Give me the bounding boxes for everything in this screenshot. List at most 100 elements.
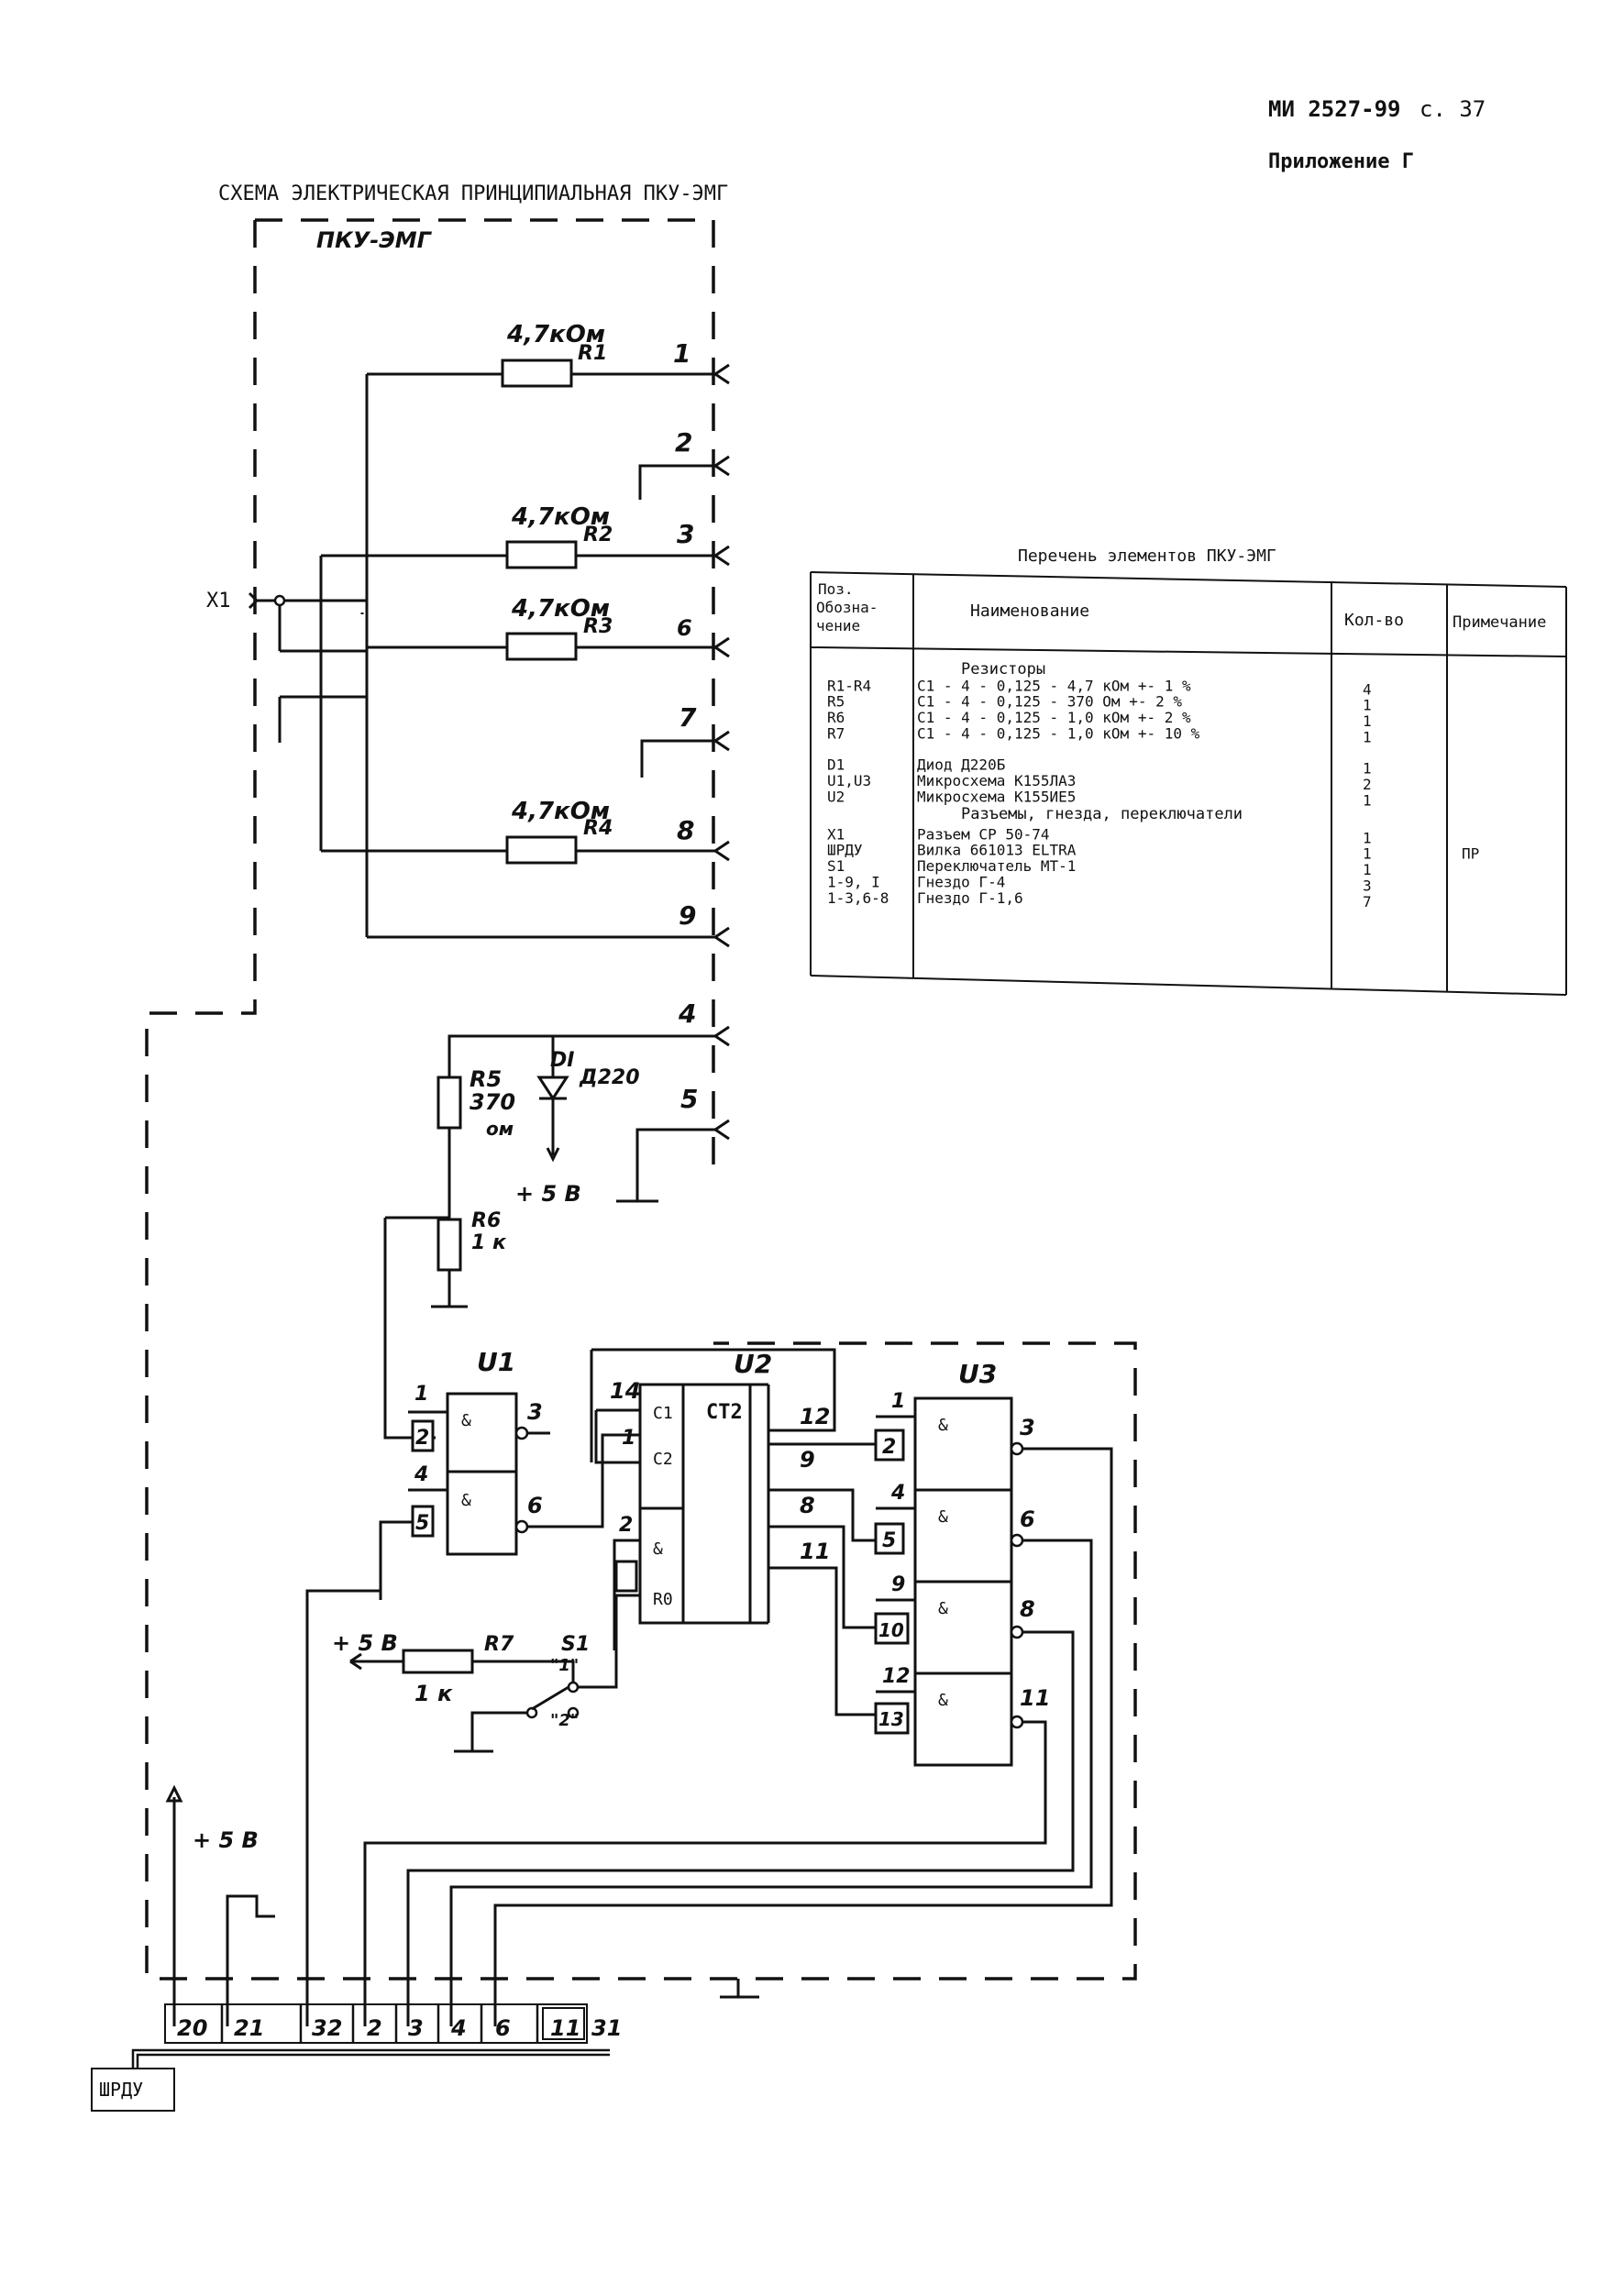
switch-s1-contact-1 (567, 1681, 580, 1694)
block-border-upper (255, 218, 715, 1178)
resistor-r7 (402, 1649, 474, 1674)
shrdu-pin-31: 31 (591, 2015, 622, 2041)
parts-row-name: Микросхема К155ИЕ5 (917, 788, 1076, 805)
r6-value: 1 к (471, 1231, 507, 1254)
u2-pin11: 11 (800, 1539, 830, 1564)
parts-row-name: Гнездо Г-4 (917, 874, 1005, 891)
u3-pin6: 6 (1020, 1506, 1035, 1532)
r3-ref: R3 (583, 615, 613, 638)
pin-4-label: 4 (678, 999, 696, 1029)
parts-row-qty: 1 (1363, 829, 1372, 846)
s1-ref: S1 (561, 1633, 590, 1656)
pin-1-label: 1 (673, 338, 690, 369)
parts-row-qty: 1 (1363, 759, 1372, 777)
parts-row-name: С1 - 4 - 0,125 - 4,7 кОм +- 1 % (917, 677, 1191, 694)
u1-ref: U1 (477, 1347, 515, 1377)
resistor-r6 (436, 1218, 462, 1272)
r7-supply-label: + 5 В (332, 1630, 398, 1656)
u2-pin2: 2 (619, 1514, 633, 1537)
shrdu-pin-11: 11 (550, 2015, 580, 2041)
u2-ro: R0 (653, 1590, 673, 1609)
u3-pin3: 3 (1020, 1415, 1035, 1440)
chip-u1 (446, 1392, 518, 1556)
r2-ref: R2 (583, 524, 613, 546)
pin-9-label: 9 (679, 900, 696, 931)
u1-pin4: 4 (414, 1463, 428, 1486)
u1-pin2: 2 (415, 1427, 429, 1450)
switch-s1-lever (531, 1685, 569, 1711)
u3-gate-c-sym: & (938, 1599, 948, 1618)
parts-row-qty: 1 (1363, 712, 1372, 730)
u1-pin3: 3 (527, 1399, 543, 1425)
schematic-title: СХЕМА ЭЛЕКТРИЧЕСКАЯ ПРИНЦИПИАЛЬНАЯ ПКУ-Э… (218, 182, 728, 205)
u3-pin13: 13 (878, 1708, 904, 1730)
u3-pin9: 9 (891, 1573, 905, 1596)
parts-row-pos: X1 (827, 825, 845, 843)
block-border-lower (145, 220, 1137, 1981)
r2-value: 4,7кОм (511, 503, 610, 531)
shrdu-pin-2: 2 (367, 2015, 382, 2041)
parts-header-pos-2: Обозна- (816, 599, 878, 616)
u3-gate-a-sym: & (938, 1416, 948, 1435)
parts-row-name: С1 - 4 - 0,125 - 1,0 кОм +- 10 % (917, 725, 1200, 743)
parts-row-name: Разъем СР 50-74 (917, 825, 1050, 843)
r7-value: 1 к (414, 1681, 453, 1706)
parts-list-caption: Перечень элементов ПКУ-ЭМГ (1018, 546, 1276, 566)
parts-row-name: Переключатель МТ-1 (917, 857, 1076, 875)
pin-3-label: 3 (677, 519, 694, 549)
u2-pin14: 14 (610, 1378, 640, 1404)
u1-pin6: 6 (527, 1493, 543, 1518)
u1-pin1: 1 (414, 1383, 428, 1406)
u2-ref: U2 (734, 1349, 772, 1379)
u3-pin11: 11 (1020, 1685, 1050, 1711)
page-number: с. 37 (1420, 96, 1486, 122)
u2-pin12: 12 (800, 1404, 830, 1429)
resistor-r3 (505, 632, 578, 661)
shrdu-pin-20: 20 (177, 2015, 207, 2041)
u3-pin2: 2 (882, 1436, 896, 1459)
parts-row-note: ПР (1462, 845, 1479, 863)
parts-list-table (810, 571, 1567, 996)
parts-header-qty: Кол-во (1344, 611, 1404, 630)
parts-row-name: Диод Д220Б (917, 756, 1005, 773)
parts-row-qty: 3 (1363, 877, 1372, 895)
parts-row-qty: 2 (1363, 776, 1372, 793)
u2-pin9: 9 (800, 1447, 815, 1473)
resistor-r5 (436, 1076, 462, 1130)
u1-gate-a-sym: & (461, 1411, 471, 1430)
parts-group-title: Резисторы (961, 660, 1045, 679)
u2-c2: C2 (653, 1450, 673, 1469)
parts-row-pos: U1,U3 (827, 772, 871, 789)
r4-value: 4,7кОм (511, 798, 610, 825)
shrdu-pin-3: 3 (408, 2015, 424, 2041)
parts-row-pos: S1 (827, 857, 845, 875)
x1-label: X1 (206, 590, 231, 612)
parts-row-pos: 1-3,6-8 (827, 889, 889, 907)
u3-pin4: 4 (890, 1482, 905, 1505)
parts-row-qty: 4 (1363, 680, 1372, 698)
u2-pin8: 8 (800, 1493, 815, 1518)
parts-row-pos: R5 (827, 693, 845, 711)
d1-type: Д220 (579, 1066, 640, 1089)
parts-row-qty: 1 (1363, 729, 1372, 746)
resistor-r1 (501, 359, 573, 388)
r6-ref: R6 (471, 1209, 501, 1232)
u1-pin5: 5 (415, 1512, 429, 1535)
diode-d1 (536, 1076, 569, 1101)
u2-amp: & (653, 1539, 663, 1559)
parts-header-note: Примечание (1453, 613, 1546, 632)
pin-7-label: 7 (679, 702, 697, 733)
parts-row-qty: 7 (1363, 893, 1372, 910)
r4-ref: R4 (583, 817, 613, 840)
d1-supply-label: + 5 В (515, 1181, 581, 1207)
u1-gate-b-sym: & (461, 1491, 471, 1510)
shrdu-connector (91, 2068, 175, 2112)
r5-ref: R5 (470, 1066, 502, 1092)
u3-gate-d-sym: & (938, 1691, 948, 1710)
u3-ref: U3 (958, 1359, 997, 1389)
u2-pin1: 1 (622, 1427, 635, 1450)
parts-row-pos: 1-9, I (827, 874, 880, 891)
parts-row-qty: 1 (1363, 861, 1372, 878)
parts-row-name: Гнездо Г-1,6 (917, 889, 1023, 907)
